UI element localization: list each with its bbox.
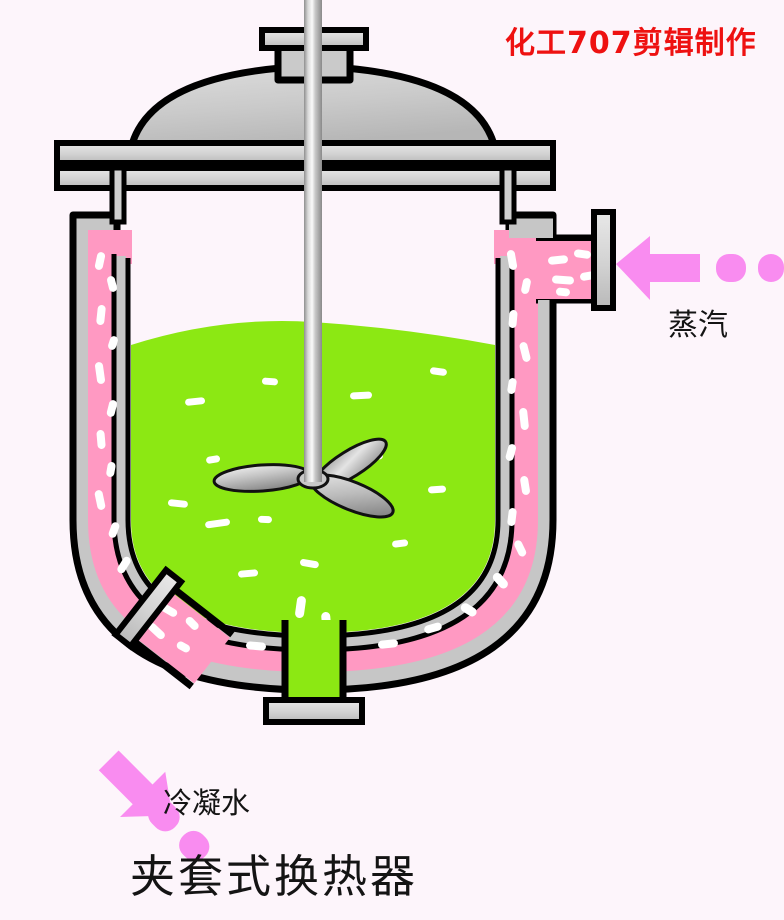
figure-title: 夹套式换热器 (130, 850, 419, 903)
steam-flow-arrow (616, 236, 784, 300)
watermark-text: 化工707剪辑制作 (505, 26, 757, 61)
agitator-shaft (304, 0, 322, 480)
condensate-flow-arrow (98, 750, 210, 862)
jacket-flow-marks (94, 222, 531, 651)
steam-inlet-flange (591, 209, 616, 311)
bottom-drain-flange (263, 697, 365, 725)
condensate-outlet-label: 冷凝水 (163, 786, 251, 820)
three-blade-propeller-impeller (212, 437, 395, 519)
condensate-outlet-flange (111, 565, 186, 651)
steam-inlet-label: 蒸汽 (668, 308, 728, 343)
condensate-outlet-nozzle (111, 565, 235, 690)
bottom-drain-nozzle (263, 620, 365, 725)
steam-inlet-nozzle (509, 209, 616, 336)
